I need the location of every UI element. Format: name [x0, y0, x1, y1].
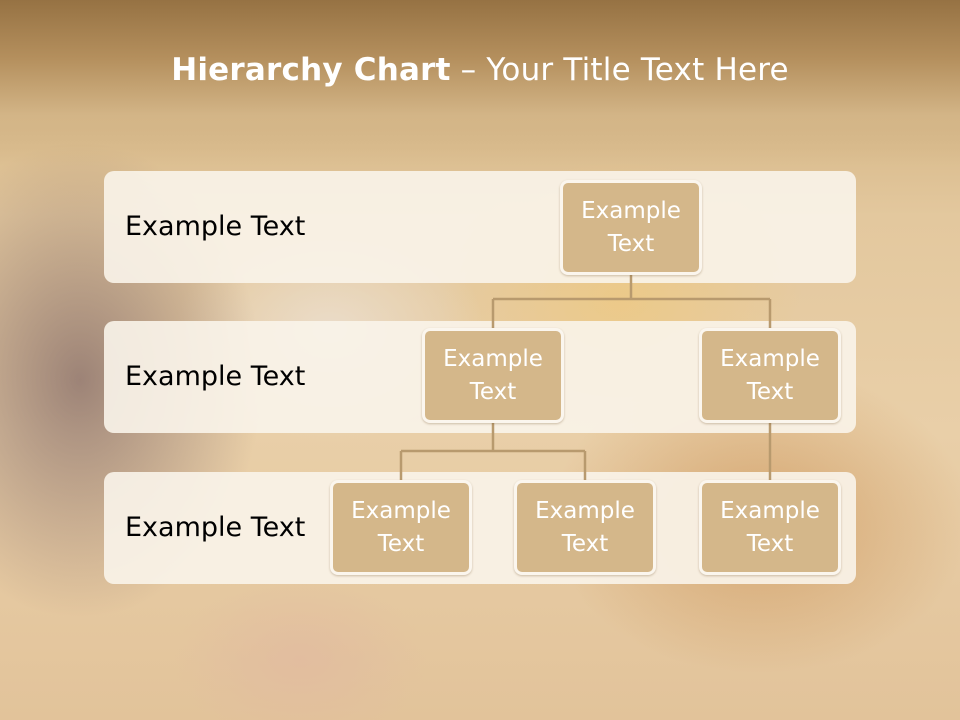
node-root-line2: Text: [607, 230, 655, 257]
node-l3b-line1: Example: [535, 497, 635, 524]
node-l3c-line2: Text: [746, 530, 794, 557]
node-l2b-line2: Text: [746, 378, 794, 405]
slide-title: Hierarchy Chart – Your Title Text Here: [0, 52, 960, 88]
connector-l2a-to-level3: [399, 423, 587, 482]
title-rest: – Your Title Text Here: [450, 52, 789, 88]
connector-root-to-level2: [491, 275, 772, 330]
node-l3c-line1: Example: [720, 497, 820, 524]
node-l2a-line2: Text: [469, 378, 517, 405]
node-l2a-line1: Example: [443, 345, 543, 372]
node-l3a-line2: Text: [377, 530, 425, 557]
node-l3a-line1: Example: [351, 497, 451, 524]
row-band-1: [104, 171, 856, 283]
row-label-3: Example Text: [125, 512, 306, 543]
node-root-line1: Example: [581, 197, 681, 224]
row-label-2: Example Text: [125, 361, 306, 392]
title-band: [0, 0, 960, 165]
node-l3b-line2: Text: [561, 530, 609, 557]
title-bold: Hierarchy Chart: [171, 52, 451, 88]
row-label-1: Example Text: [125, 211, 306, 242]
node-l2b-line1: Example: [720, 345, 820, 372]
